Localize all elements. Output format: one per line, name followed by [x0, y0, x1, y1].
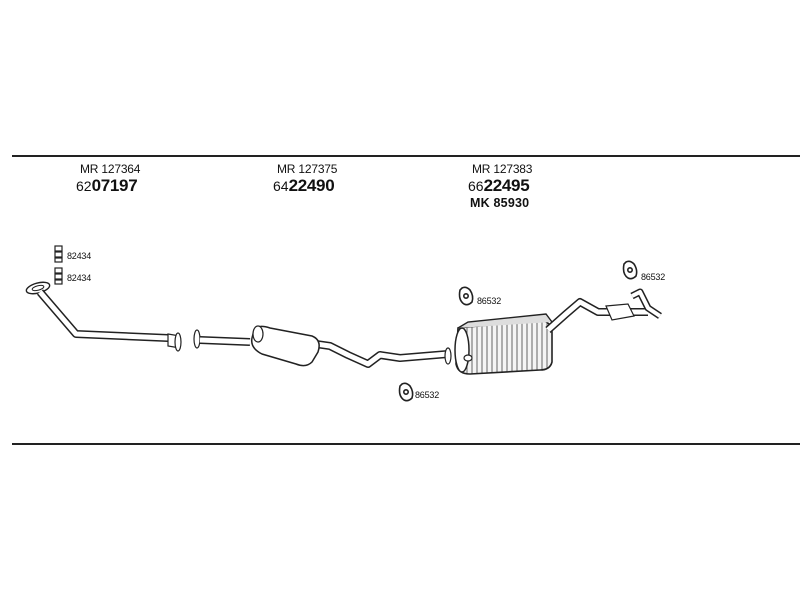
clamp-bottom-label: 82434: [67, 273, 92, 283]
hanger-mid-icon: [398, 382, 414, 402]
group-3-part-number: 6622495: [468, 176, 530, 196]
top-divider-line: [12, 155, 800, 157]
clamp-bottom-icon: [54, 267, 63, 285]
group-1-part-number: 6207197: [76, 176, 138, 196]
group-3-prefix: 66: [468, 178, 484, 194]
hanger-rear-right-icon: [622, 260, 638, 280]
bottom-divider-line: [12, 443, 800, 445]
tail-pipe: [545, 288, 662, 333]
group-3-mk-code: MK 85930: [470, 196, 530, 210]
hanger-rear-left-icon: [458, 286, 474, 306]
center-muffler: [250, 325, 320, 367]
group-2-prefix: 64: [273, 178, 289, 194]
hanger-mid-label: 86532: [415, 390, 440, 400]
group-2-part-number: 6422490: [273, 176, 335, 196]
group-3-mr-number: MR 127383: [472, 162, 533, 176]
group-2-mr-number: MR 127375: [277, 162, 338, 176]
group-1-mr-number: MR 127364: [80, 162, 141, 176]
clamp-top-icon: [54, 245, 63, 263]
rear-muffler: [454, 313, 553, 375]
hanger-rear-right-label: 86532: [641, 272, 666, 282]
intermediate-pipe: [193, 329, 452, 368]
hanger-rear-left-label: 86532: [477, 296, 502, 306]
group-1-prefix: 62: [76, 178, 92, 194]
group-1-number: 07197: [91, 176, 138, 195]
clamp-top-label: 82434: [67, 251, 92, 261]
group-2-number: 22490: [288, 176, 335, 195]
front-pipe: [25, 281, 182, 352]
group-3-number: 22495: [483, 176, 530, 195]
